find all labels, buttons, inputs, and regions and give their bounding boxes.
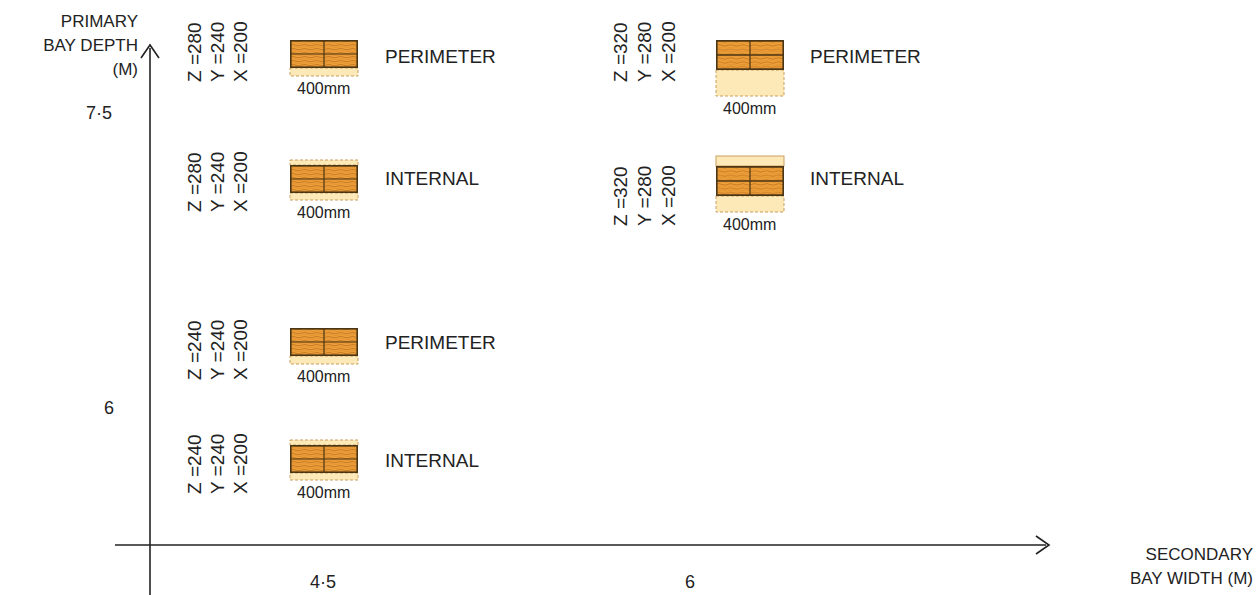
timber-section [290, 40, 358, 76]
dimension-label: X =200 [230, 433, 253, 494]
dimension-label: Z =320 [610, 166, 633, 226]
width-label: 400mm [297, 483, 350, 502]
beam-type-label: INTERNAL [810, 168, 904, 191]
dimension-label: Z =240 [184, 320, 207, 380]
dimension-label: Z =280 [184, 22, 207, 82]
width-label: 400mm [297, 203, 350, 222]
beam-type-label: PERIMETER [385, 46, 496, 69]
timber-section [290, 440, 358, 480]
tick-label: 6 [104, 398, 114, 420]
beam-type-label: INTERNAL [385, 450, 479, 473]
dimension-label: Z =240 [184, 434, 207, 494]
dimension-label: Y =240 [207, 152, 230, 212]
dimension-label: Z =320 [610, 22, 633, 82]
beam-type-label: PERIMETER [810, 46, 921, 69]
dimension-label: Y =240 [207, 320, 230, 380]
timber-section [290, 328, 358, 364]
beam-type-label: PERIMETER [385, 332, 496, 355]
axis-title: PRIMARY BAY DEPTH (M) [38, 10, 138, 82]
timber-section [290, 160, 358, 200]
axes [115, 45, 1049, 595]
tick-label: 7·5 [86, 103, 112, 125]
dimension-label: X =200 [230, 21, 253, 82]
timber-section [716, 40, 784, 96]
width-label: 400mm [297, 79, 350, 98]
dimension-label: X =200 [230, 151, 253, 212]
dimension-label: Z =280 [184, 152, 207, 212]
dimension-label: X =200 [658, 165, 681, 226]
width-label: 400mm [723, 99, 776, 118]
tick-label: 4·5 [310, 572, 336, 594]
axis-title: SECONDARY BAY WIDTH (M) [1118, 543, 1253, 591]
dimension-label: Y =240 [207, 22, 230, 82]
dimension-label: X =200 [230, 319, 253, 380]
beam-type-label: INTERNAL [385, 168, 479, 191]
tick-label: 6 [685, 572, 695, 594]
dimension-label: Y =280 [634, 22, 657, 82]
dimension-label: Y =280 [634, 166, 657, 226]
timber-section [716, 156, 784, 212]
width-label: 400mm [297, 367, 350, 386]
dimension-label: Y =240 [207, 434, 230, 494]
dimension-label: X =200 [658, 21, 681, 82]
width-label: 400mm [723, 215, 776, 234]
